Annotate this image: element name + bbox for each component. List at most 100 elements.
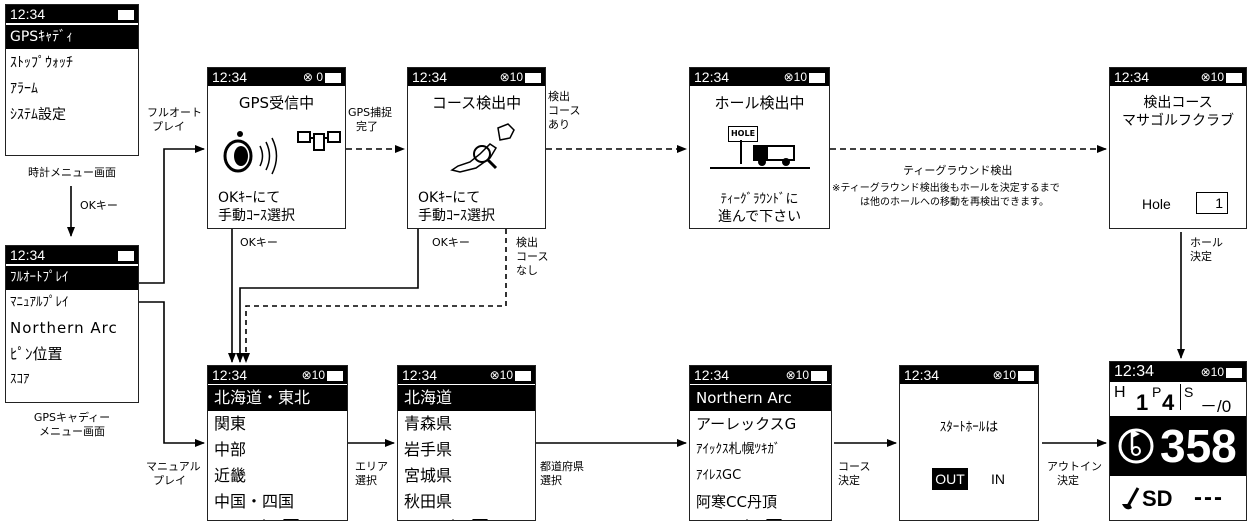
course-instruction-2: 手動ｺｰｽ選択 — [418, 208, 495, 224]
menu-item-score[interactable]: ｽｺｱ — [10, 372, 30, 387]
status-time: 12:34 — [212, 69, 248, 85]
menu-item-manual[interactable]: ﾏﾆｭｱﾙﾌﾟﾚｲ — [10, 295, 69, 310]
menu-item-full-auto[interactable]: ﾌﾙｵｰﾄﾌﾟﾚｲ — [6, 266, 138, 290]
ok-key-course-label: OKキー — [432, 236, 470, 249]
scroll-up-icon[interactable] — [739, 519, 756, 520]
notfound-label-2: コース — [516, 250, 549, 263]
satellite-count: 10 — [311, 368, 325, 382]
score-s-label: S — [1184, 384, 1194, 400]
battery-icon — [809, 72, 825, 83]
battery-icon — [1018, 370, 1034, 381]
gps-acquired-label-1: GPS捕捉 — [348, 106, 393, 119]
list-item[interactable]: アーレックスG — [696, 415, 797, 433]
list-item[interactable]: Northern Arc — [690, 385, 831, 411]
arrow-ok-from-course — [236, 229, 419, 363]
hole-detecting-screen: 12:34 ⊗10 ホール検出中 HOLE ﾃｨｰｸﾞﾗｳﾝﾄﾞに 進んで下さい — [689, 67, 830, 229]
list-item[interactable]: ｱｲﾚｽGC — [696, 468, 742, 483]
satellite-count: 10 — [795, 368, 809, 382]
note-line-2: は他のホールへの移動を再検出できます。 — [860, 197, 1049, 208]
list-item[interactable]: 近畿 — [214, 466, 247, 485]
satellite-icon: ⊗ — [992, 368, 1003, 382]
hole-sign-icon: HOLE — [728, 126, 758, 142]
manual-label-2: プレイ — [153, 474, 186, 487]
menu-item-system-settings[interactable]: ｼｽﾃﾑ設定 — [10, 107, 66, 123]
area-select-label-1: エリア — [355, 460, 388, 473]
menu-item-northern-arc[interactable]: Northern Arc — [10, 319, 118, 337]
satellite-icon: ⊗ — [1200, 365, 1211, 379]
list-item[interactable]: 北海道・東北 — [208, 385, 347, 411]
area-select-label-2: 選択 — [355, 474, 377, 487]
list-item[interactable]: ｱｲｯｸｽ札幌ﾂｷｶﾞ — [696, 442, 781, 457]
status-time: 12:34 — [10, 6, 46, 22]
start-hole-prompt: ｽﾀｰﾄﾎｰﾙは — [939, 420, 999, 435]
list-item[interactable]: 宮城県 — [404, 466, 453, 485]
hole-label: Hole — [1142, 196, 1171, 212]
status-bar: 12:34 ⊗10 — [1110, 362, 1246, 382]
scroll-down-icon[interactable] — [471, 519, 488, 520]
arrow-course-notfound — [242, 229, 507, 363]
scroll-down-icon[interactable] — [282, 519, 299, 520]
status-time: 12:34 — [694, 367, 730, 383]
gps-satellite-icon — [223, 131, 341, 175]
found-label-2: コース — [548, 104, 581, 117]
battery-icon — [118, 250, 134, 261]
course-decide-label-1: コース — [838, 460, 871, 473]
menu-item-gps-caddy[interactable]: GPSｷｬﾃﾞｨ — [6, 25, 138, 49]
out-option[interactable]: OUT — [932, 468, 968, 490]
list-item[interactable]: 中国・四国 — [214, 492, 295, 511]
start-hole-screen: 12:34 ⊗10 ｽﾀｰﾄﾎｰﾙは OUT IN — [899, 365, 1039, 521]
status-bar: 12:34 ⊗10 — [900, 366, 1038, 384]
status-bar: 12:34 ⊗10 — [1110, 68, 1246, 86]
found-label-3: あり — [548, 118, 570, 131]
list-item[interactable]: 岩手県 — [404, 440, 453, 459]
caddy-menu-caption-1: GPSキャディー — [33, 411, 111, 424]
pin-target-icon — [1118, 428, 1154, 464]
caddy-menu-screen: 12:34 ﾌﾙｵｰﾄﾌﾟﾚｲ ﾏﾆｭｱﾙﾌﾟﾚｲ Northern Arc ﾋ… — [5, 245, 139, 403]
status-time: 12:34 — [402, 367, 438, 383]
course-list-screen: 12:34 ⊗10 Northern Arc アーレックスG ｱｲｯｸｽ札幌ﾂｷ… — [689, 365, 832, 521]
in-option[interactable]: IN — [991, 471, 1005, 487]
pref-select-label-1: 都道府県 — [540, 460, 584, 473]
battery-icon — [1226, 72, 1242, 83]
play-screen: 12:34 ⊗10 H 1 P 4 S －/0 358 SD --- — [1109, 361, 1247, 521]
status-bar: 12:34 — [6, 5, 138, 23]
course-decide-label-2: 決定 — [838, 474, 860, 487]
menu-item-alarm[interactable]: ｱﾗｰﾑ — [10, 81, 38, 97]
status-bar: 12:34 ⊗10 — [398, 366, 535, 384]
hole-decide-label-2: 決定 — [1190, 250, 1212, 263]
scroll-up-icon[interactable] — [256, 519, 273, 520]
satellite-icon: ⊗ — [302, 70, 313, 84]
hole-instruction-2: 進んで下さい — [717, 209, 802, 225]
satellite-count: 10 — [499, 368, 513, 382]
status-bar: 12:34 — [6, 246, 138, 264]
scroll-up-icon[interactable] — [445, 519, 462, 520]
menu-item-stopwatch[interactable]: ｽﾄｯﾌﾟｳｫｯﾁ — [10, 55, 73, 71]
arrow-full-auto — [138, 145, 205, 284]
scroll-down-icon[interactable] — [765, 519, 782, 520]
full-auto-label-1: フルオート — [147, 106, 202, 119]
course-instruction-1: OKｷｰにて — [418, 190, 481, 206]
prefecture-list-screen: 12:34 ⊗10 北海道 青森県 岩手県 宮城県 秋田県 — [397, 365, 536, 521]
list-item[interactable]: 阿寒CC丹頂 — [696, 493, 777, 511]
clock-menu-caption: 時計メニュー画面 — [28, 166, 116, 179]
tee-detect-label: ティーグラウンド検出 — [903, 164, 1013, 177]
list-item[interactable]: 北海道 — [398, 385, 535, 411]
list-item[interactable]: 秋田県 — [404, 492, 453, 511]
distance-panel: 358 — [1110, 416, 1246, 476]
satellite-count: 0 — [316, 70, 323, 84]
detected-course-screen: 12:34 ⊗10 検出コース マサゴルフクラブ Hole 1 — [1109, 67, 1247, 229]
status-time: 12:34 — [412, 69, 448, 85]
list-item[interactable]: 関東 — [214, 414, 247, 433]
status-time: 12:34 — [212, 367, 248, 383]
status-time: 12:34 — [10, 247, 46, 263]
list-item[interactable]: 中部 — [214, 440, 247, 459]
menu-item-pin-position[interactable]: ﾋﾟﾝ位置 — [10, 345, 63, 363]
battery-icon — [811, 370, 827, 381]
satellite-count: 10 — [1210, 365, 1224, 379]
list-item[interactable]: 青森県 — [404, 414, 453, 433]
hole-number-box[interactable]: 1 — [1196, 192, 1228, 214]
notfound-label-1: 検出 — [516, 236, 538, 249]
battery-icon — [118, 9, 134, 20]
par-number: 4 — [1162, 390, 1175, 415]
club-name: SD — [1142, 486, 1173, 511]
